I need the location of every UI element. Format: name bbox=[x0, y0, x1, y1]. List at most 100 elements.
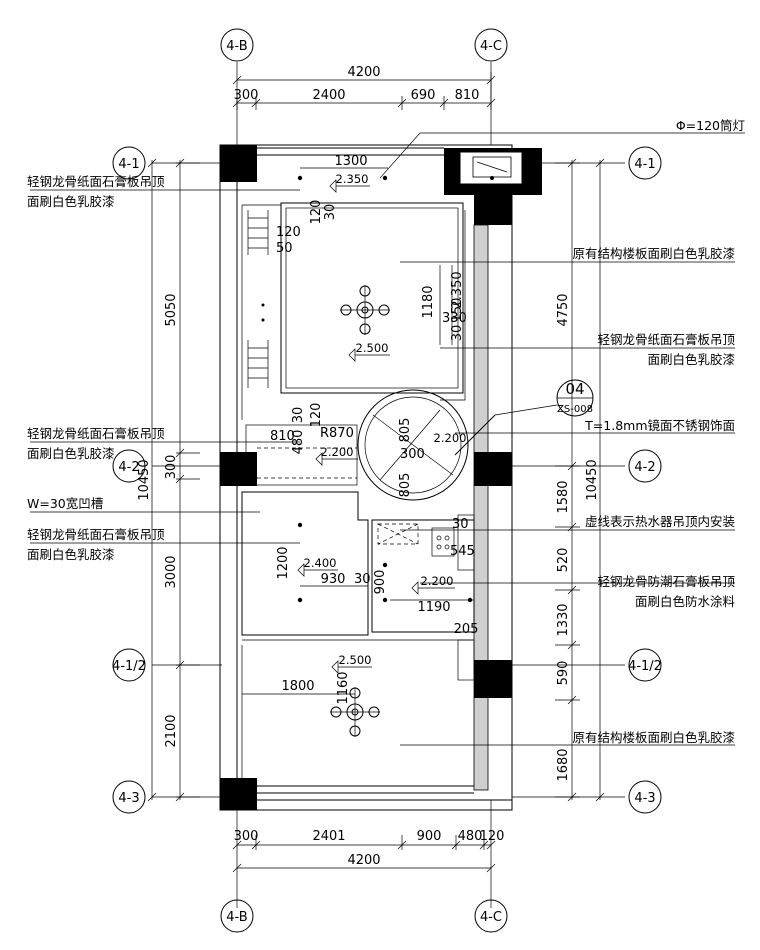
dim-seg: 1580 bbox=[556, 480, 571, 513]
dim-label: 120 bbox=[276, 225, 301, 240]
axis-label: 4-1 bbox=[634, 157, 655, 172]
note-slab-2: 原有结构楼板面刷白色乳胶漆 bbox=[572, 730, 735, 745]
column bbox=[220, 778, 257, 810]
dimension-top: 4200 300 2400 690 810 bbox=[232, 65, 496, 110]
dim-label: 120 bbox=[309, 200, 324, 225]
upper-room: 1300 2.350 120 30 120 50 1180 2.350 150 … bbox=[241, 154, 467, 420]
note-water-heater: 虚线表示热水器吊顶内安装 bbox=[585, 514, 735, 529]
downlight-icon bbox=[382, 562, 388, 568]
chandelier-icon bbox=[340, 285, 390, 335]
note-ceiling-3a: 轻钢龙骨纸面石膏板吊顶 bbox=[27, 426, 165, 441]
detail-reference-tag: 04 ZS-008 bbox=[494, 379, 594, 417]
dim-label: 900 bbox=[373, 570, 388, 595]
dim-seg: 590 bbox=[556, 661, 571, 686]
dim-label: 1180 bbox=[421, 285, 436, 318]
note-ceiling-4b: 面刷白色乳胶漆 bbox=[27, 547, 115, 562]
detail-sheet: ZS-008 bbox=[557, 404, 593, 415]
chandelier-icon bbox=[330, 687, 380, 737]
dim-seg: 1680 bbox=[556, 748, 571, 781]
dim-seg: 300 bbox=[164, 455, 179, 480]
dim-label: 1800 bbox=[281, 679, 314, 694]
dim-label: 1300 bbox=[334, 154, 367, 169]
circular-ceiling-feature: 30 120 480 810 R870 805 2.200 2.200 300 … bbox=[245, 389, 496, 501]
axis-bubble-bottom-c: 4-C bbox=[474, 899, 508, 933]
dim-label: 30 bbox=[323, 204, 338, 221]
dim-seg: 300 bbox=[234, 829, 259, 844]
dim-seg: 5050 bbox=[164, 293, 179, 326]
axis-label: 4-C bbox=[480, 39, 502, 54]
note-steel-finish: T=1.8mm镜面不锈钢饰面 bbox=[584, 418, 735, 433]
dim-seg: 300 bbox=[234, 88, 259, 103]
axis-label: 4-1 bbox=[118, 157, 139, 172]
downlight-icon bbox=[297, 175, 303, 181]
dimension-right: 4750 1580 520 1330 590 1680 10450 bbox=[555, 158, 605, 802]
dim-label: 30 bbox=[291, 407, 306, 424]
axis-bubble-right-3: 4-3 bbox=[628, 780, 662, 814]
axis-label: 4-2 bbox=[634, 460, 655, 475]
axis-label: 4-3 bbox=[634, 791, 655, 806]
dim-label: 205 bbox=[454, 622, 479, 637]
living-area: 2.500 1160 1800 bbox=[241, 645, 380, 778]
axis-bubble-top-b: 4-B bbox=[220, 28, 254, 62]
dim-label: 330 bbox=[442, 311, 467, 326]
axis-bubble-right-1-2: 4-1/2 bbox=[628, 648, 662, 682]
axis-bubble-bottom-b: 4-B bbox=[220, 899, 254, 933]
dim-total: 10450 bbox=[585, 459, 600, 500]
dim-total: 10450 bbox=[137, 459, 152, 500]
water-heater-outline bbox=[377, 523, 419, 545]
axis-bubble-left-1-2: 4-1/2 bbox=[112, 648, 146, 682]
note-ceiling-2a: 轻钢龙骨纸面石膏板吊顶 bbox=[597, 332, 735, 347]
axis-label: 4-2 bbox=[118, 460, 139, 475]
dim-seg: 2400 bbox=[312, 88, 345, 103]
dim-seg: 480 bbox=[458, 829, 483, 844]
axis-label: 4-B bbox=[226, 39, 247, 54]
downlight-icon bbox=[382, 175, 388, 181]
axis-label: 4-1/2 bbox=[628, 659, 662, 674]
dim-total: 4200 bbox=[347, 853, 380, 868]
dim-label: 1160 bbox=[336, 671, 351, 704]
dim-label: 805 bbox=[398, 473, 413, 498]
wardrobe-hangers bbox=[247, 210, 269, 388]
note-ceiling-1a: 轻钢龙骨纸面石膏板吊顶 bbox=[27, 174, 165, 189]
dim-label: 300 bbox=[400, 447, 425, 462]
elevation-label: 2.200 bbox=[321, 445, 354, 459]
elevation-label: 2.400 bbox=[304, 556, 337, 570]
dim-seg: 520 bbox=[556, 548, 571, 573]
dim-seg: 120 bbox=[480, 829, 505, 844]
notes: Φ=120筒灯 轻钢龙骨纸面石膏板吊顶 面刷白色乳胶漆 原有结构楼板面刷白色乳胶… bbox=[27, 118, 745, 745]
note-moisture-ceiling-a: 轻钢龙骨防潮石膏板吊顶 bbox=[597, 574, 735, 589]
dim-label: 150 bbox=[450, 298, 465, 323]
dimension-left: 10450 5050 300 3000 2100 bbox=[137, 158, 200, 802]
downlight-icon bbox=[382, 597, 388, 603]
column bbox=[474, 660, 512, 698]
detail-number: 04 bbox=[565, 380, 584, 398]
dim-label: 930 bbox=[321, 572, 346, 587]
axis-label: 4-C bbox=[480, 910, 502, 925]
note-moisture-ceiling-b: 面刷白色防水涂料 bbox=[635, 594, 736, 609]
elevation-label: 2.500 bbox=[356, 341, 389, 355]
dim-label: R870 bbox=[320, 426, 354, 441]
elevation-label: 2.200 bbox=[421, 574, 454, 588]
dim-seg: 690 bbox=[411, 88, 436, 103]
lower-left-room: 1200 2.400 930 30 bbox=[241, 491, 474, 641]
axis-label: 4-1/2 bbox=[112, 659, 146, 674]
axis-bubble-top-c: 4-C bbox=[474, 28, 508, 62]
dim-label: 545 bbox=[450, 544, 475, 559]
elevation-label: 2.350 bbox=[450, 271, 465, 308]
axis-label: 4-B bbox=[226, 910, 247, 925]
column bbox=[474, 452, 512, 486]
axis-bubble-left-1: 4-1 bbox=[112, 146, 146, 180]
downlight-icon bbox=[297, 597, 303, 603]
note-downlight: Φ=120筒灯 bbox=[676, 118, 745, 133]
dim-label: 805 bbox=[398, 418, 413, 443]
walls bbox=[219, 144, 542, 811]
dim-label: 50 bbox=[276, 241, 293, 256]
dim-seg: 810 bbox=[455, 88, 480, 103]
bathroom: 30 545 900 2.200 1190 205 bbox=[371, 514, 479, 681]
note-ceiling-4a: 轻钢龙骨纸面石膏板吊顶 bbox=[27, 527, 165, 542]
dim-seg: 2401 bbox=[312, 829, 345, 844]
column bbox=[220, 145, 257, 182]
dim-seg: 4750 bbox=[556, 293, 571, 326]
note-groove: W=30宽凹槽 bbox=[27, 496, 103, 511]
